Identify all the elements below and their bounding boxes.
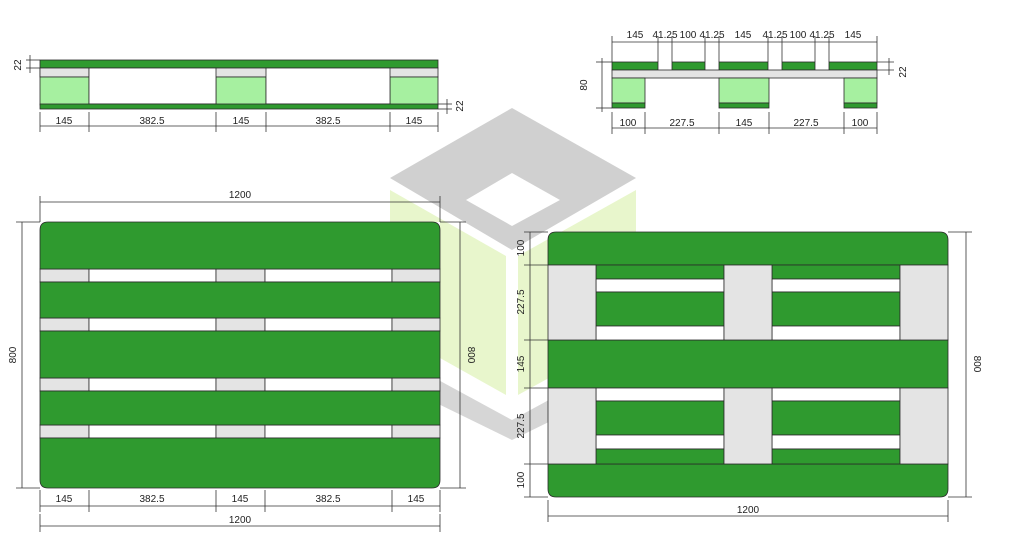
end-view-bottom-dim-1: 100 [620,118,637,129]
end-view: 145 41.25 100 41.25 145 41.25 100 41.25 … [579,30,909,134]
bottom-view-left-dim-4: 227.5 [516,413,527,438]
bottom-view-left-dim-2: 227.5 [516,289,527,314]
bottom-view-lower-section [595,387,901,465]
end-view-top-board-5 [828,61,878,71]
side-view-dim-1: 145 [56,116,73,127]
end-view-bottom-dim-4: 227.5 [793,118,818,129]
end-view-dim-top-board: 22 [898,66,909,78]
side-view: 22 22 145 382.5 145 382.5 145 [13,55,466,132]
side-view-dim-3: 145 [233,116,250,127]
side-view-dim-2: 382.5 [139,116,164,127]
end-view-top-board-2 [671,61,706,71]
end-view-block-3 [843,77,878,104]
end-view-top-dim-2: 41.25 [652,30,677,41]
top-view-board-1 [39,221,441,270]
top-view-dim-4: 382.5 [315,494,340,505]
end-view-top-board-1 [611,61,659,71]
bottom-view-board-top [547,231,949,266]
end-view-top-dim-8: 41.25 [809,30,834,41]
end-view-top-dim-1: 145 [627,30,644,41]
end-view-block-2 [718,77,770,104]
bottom-view-dim-height: 800 [971,356,982,373]
top-view-board-3 [39,330,441,379]
end-view-dim-height: 80 [579,79,590,91]
side-view-opening-1 [88,67,217,105]
top-view: 1200 800 800 145 382.5 145 382.5 145 120… [8,190,476,532]
bottom-view-dim-width: 1200 [737,505,760,516]
bottom-view-left-dim-5: 100 [516,471,527,488]
side-view-block-1-body [39,76,90,106]
side-view-opening-2 [265,67,391,105]
end-view-bottom-board-2 [718,102,770,109]
end-view-bottom-dim-3: 145 [736,118,753,129]
end-view-block-1 [611,77,646,104]
end-view-top-dim-7: 100 [790,30,807,41]
side-view-dim-4: 382.5 [315,116,340,127]
end-view-bottom-board-1 [611,102,646,109]
side-view-bottom-board [39,103,439,110]
bottom-view-left-dim-3: 145 [516,355,527,372]
top-view-dim-height-left: 800 [8,346,19,363]
side-view-block-3-body [389,76,439,106]
top-view-dim-width-bottom: 1200 [229,515,252,526]
top-view-board-5 [39,437,441,489]
end-view-top-board-3 [718,61,769,71]
side-view-top-board [39,59,439,69]
top-view-dim-5: 145 [408,494,425,505]
end-view-stringer [611,69,878,79]
side-view-dim-5: 145 [406,116,423,127]
watermark-top-hole [466,173,560,226]
bottom-view-upper-section [595,264,901,341]
top-view-board-2 [39,281,441,319]
top-view-board-4 [39,390,441,426]
top-view-dim-3: 145 [232,494,249,505]
bottom-view-blocks [547,264,949,465]
bottom-view: 100 227.5 145 227.5 100 800 1200 [516,231,982,522]
top-view-dim-height-right: 800 [465,347,476,364]
end-view-top-board-4 [781,61,816,71]
end-view-top-dim-5: 145 [735,30,752,41]
top-view-dim-width-top: 1200 [229,190,252,201]
end-view-top-dim-9: 145 [845,30,862,41]
end-view-bottom-dim-2: 227.5 [669,118,694,129]
side-view-block-1 [39,67,90,78]
top-view-dim-1: 145 [56,494,73,505]
bottom-view-left-dim-1: 100 [516,239,527,256]
side-view-dim-top-board: 22 [13,59,24,71]
end-view-top-dim-3: 100 [680,30,697,41]
end-view-bottom-dim-5: 100 [852,118,869,129]
top-view-dim-2: 382.5 [139,494,164,505]
bottom-view-board-bottom [547,463,949,498]
end-view-top-dim-4: 41.25 [699,30,724,41]
end-view-bottom-board-3 [843,102,878,109]
side-view-dim-bottom-board: 22 [455,100,466,112]
side-view-block-2-body [215,76,267,106]
bottom-view-board-middle [547,339,949,389]
end-view-top-dim-6: 41.25 [762,30,787,41]
